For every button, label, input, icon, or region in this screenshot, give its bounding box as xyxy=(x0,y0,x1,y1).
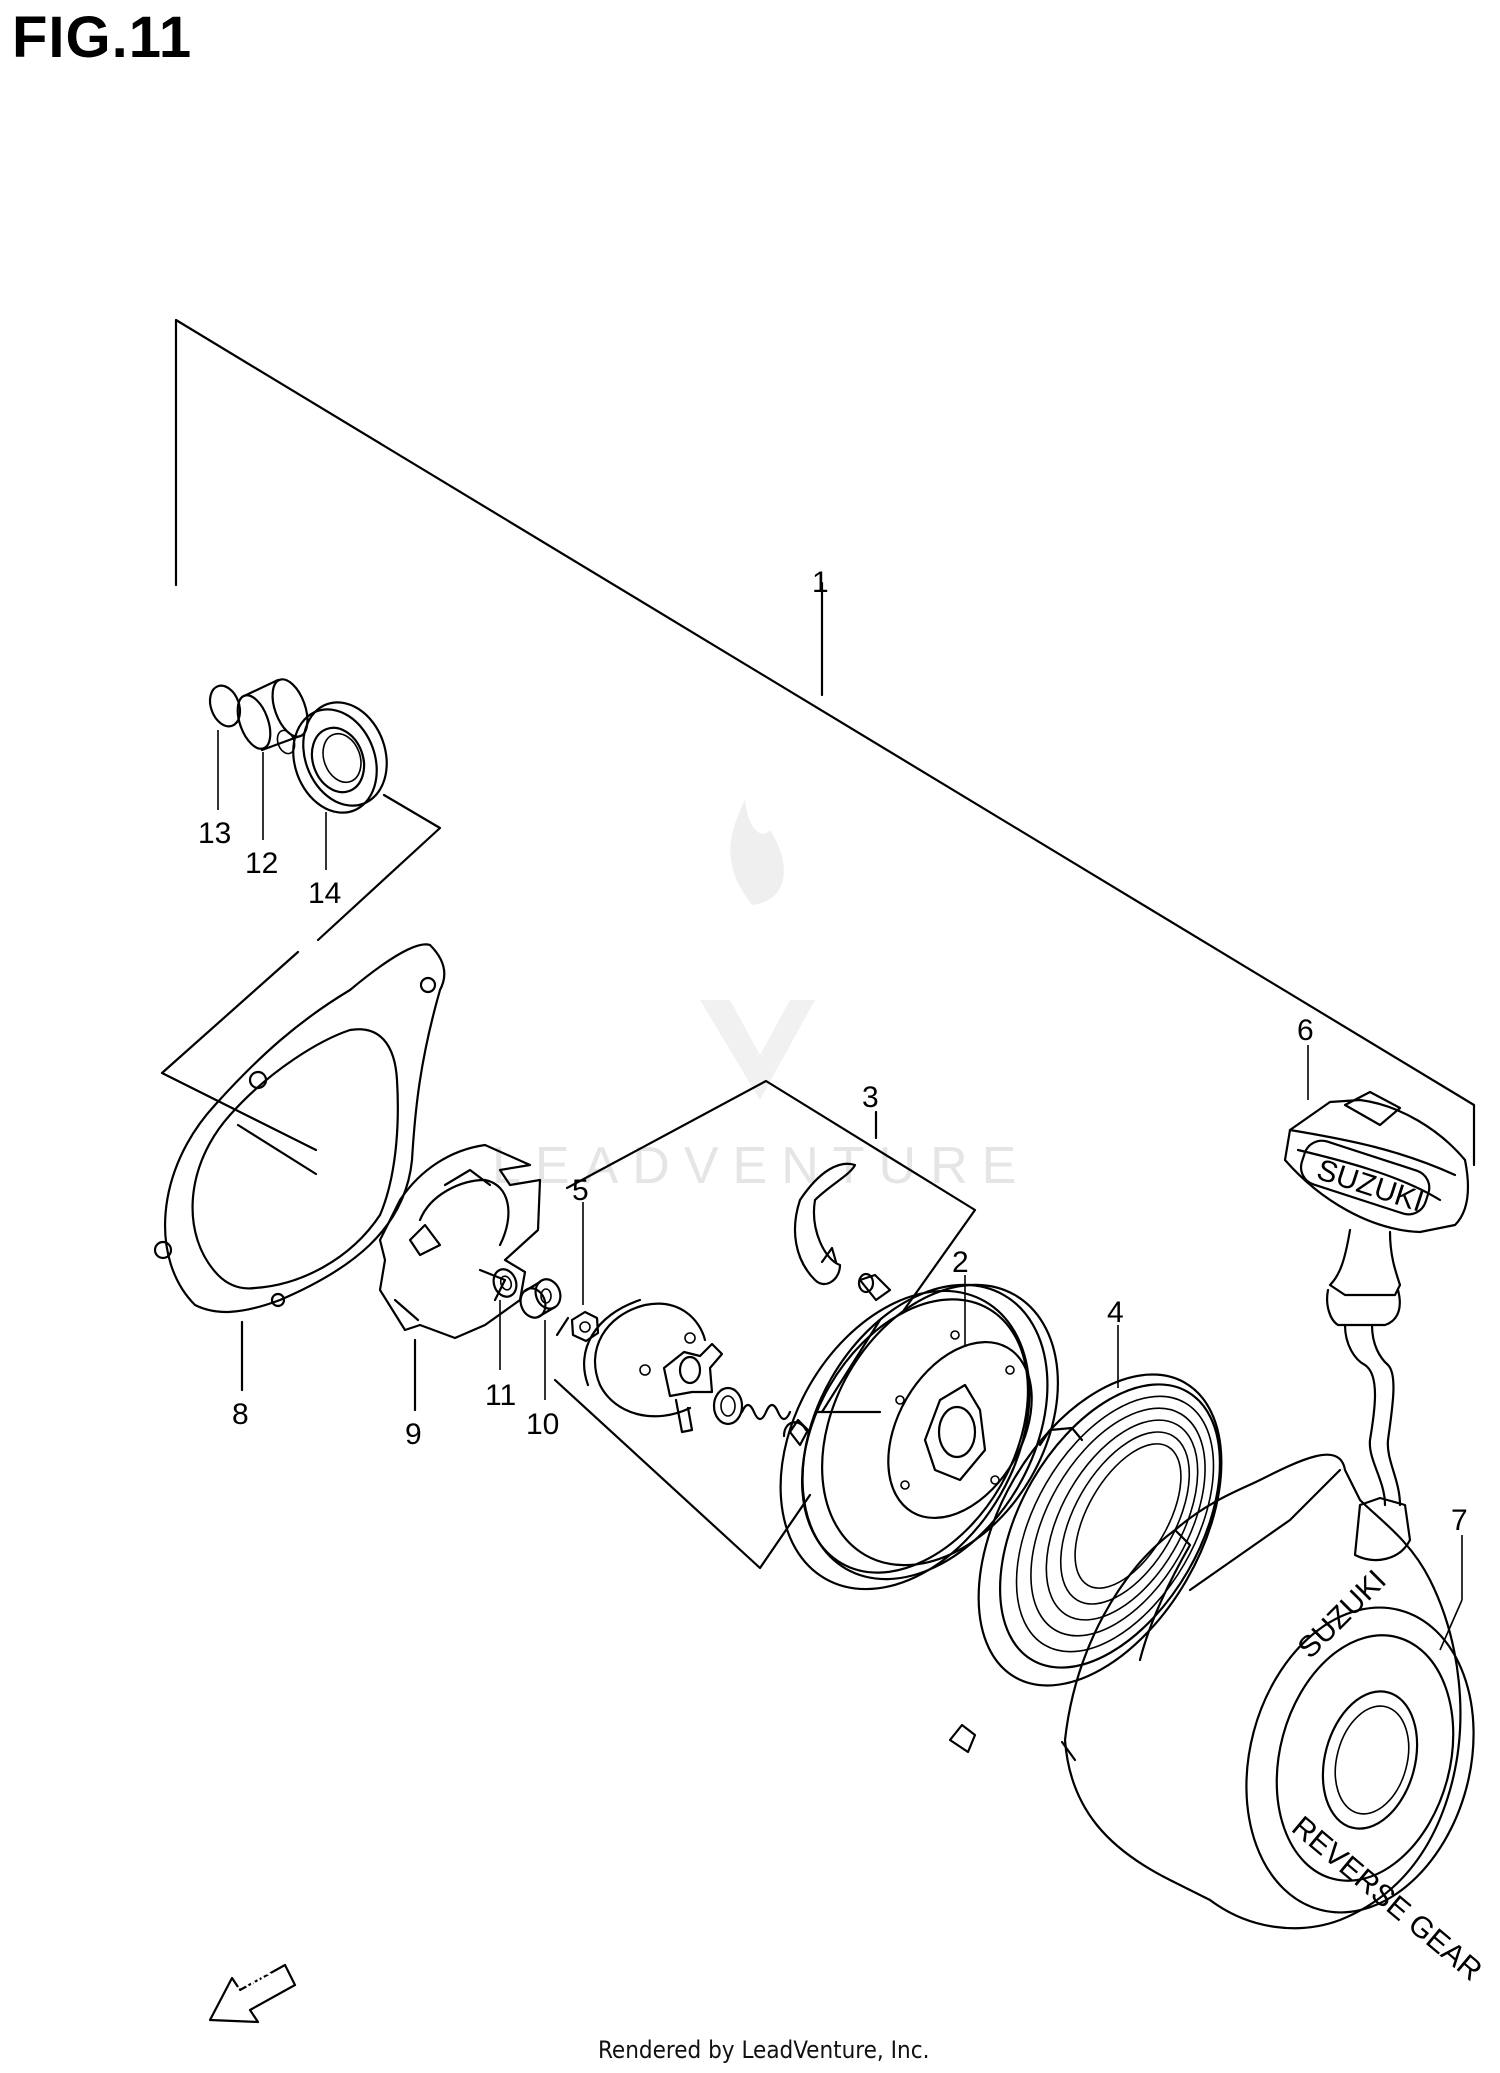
callout-6: 6 xyxy=(1297,1014,1314,1047)
part-friction-plate xyxy=(583,1298,724,1434)
seal-bracket xyxy=(160,793,442,1176)
fwd-arrow-icon: FWD xyxy=(208,1963,297,2024)
callout-10: 10 xyxy=(526,1408,559,1441)
pawl-bracket xyxy=(553,1079,977,1570)
case-brand-text: SUZUKI xyxy=(1292,1564,1393,1665)
handle-brand-text: SUZUKI xyxy=(1313,1153,1428,1218)
part-10-spacer xyxy=(519,1278,562,1400)
callout-numbers: 1 2 3 4 5 6 7 8 9 10 11 12 13 14 xyxy=(198,566,1468,1537)
callout-14: 14 xyxy=(308,877,341,910)
assembly-bracket xyxy=(174,318,1476,1167)
part-4-recoil-spring xyxy=(948,1325,1223,1754)
callout-3: 3 xyxy=(862,1081,879,1114)
figure-title: FIG.11 xyxy=(12,5,193,70)
part-12-collar xyxy=(236,678,309,840)
part-3-pawl xyxy=(793,1162,892,1302)
callout-11: 11 xyxy=(485,1379,516,1412)
part-14-oil-seal xyxy=(292,701,388,870)
part-2-reel xyxy=(779,1275,1059,1591)
callout-7: 7 xyxy=(1451,1504,1468,1537)
callout-2: 2 xyxy=(952,1246,969,1279)
callout-4: 4 xyxy=(1107,1296,1124,1329)
callout-8: 8 xyxy=(232,1398,249,1431)
part-9-drive-plate xyxy=(378,1143,542,1412)
callout-12: 12 xyxy=(245,847,278,880)
footer-credit: Rendered by LeadVenture, Inc. xyxy=(598,2036,930,2064)
part-11-washer xyxy=(492,1268,518,1370)
watermark-logo: LEADVENTURE xyxy=(492,800,1030,1195)
part-7-starter-case: SUZUKI REVERSE GEAR xyxy=(1060,1453,1489,1988)
part-5-nut xyxy=(570,1202,600,1343)
callout-9: 9 xyxy=(405,1418,422,1451)
part-8-gasket xyxy=(153,943,446,1392)
callout-1: 1 xyxy=(812,566,829,599)
callout-13: 13 xyxy=(198,817,231,850)
case-reverse-text: REVERSE GEAR xyxy=(1286,1810,1489,1987)
callout-5: 5 xyxy=(572,1174,589,1207)
watermark-text: LEADVENTURE xyxy=(492,1137,1030,1195)
part-6-starter-handle: SUZUKI xyxy=(1283,1045,1470,1562)
